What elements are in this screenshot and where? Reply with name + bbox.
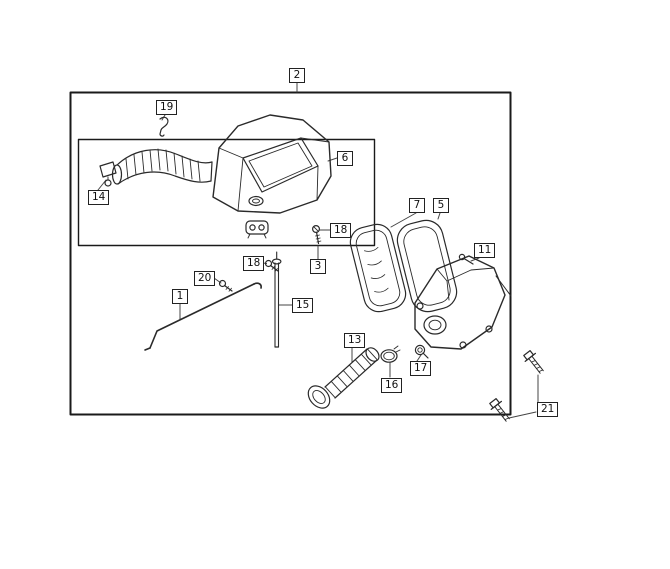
hose-bracket-drawing [99, 161, 117, 187]
rod-drawing [144, 282, 262, 351]
callout-17[interactable]: 17 [410, 361, 432, 376]
screw-18-top-drawing [312, 225, 322, 245]
intake-hose-drawing [111, 148, 213, 185]
screw-20-drawing [218, 279, 233, 292]
callout-20[interactable]: 20 [194, 271, 216, 286]
callout-1-label: 1 [176, 290, 184, 302]
callout-13-label: 13 [348, 334, 362, 346]
callout-11-label: 11 [478, 244, 492, 256]
callout-14-label: 14 [92, 191, 106, 203]
clip-drawing [159, 116, 169, 137]
filter-element-drawing [349, 223, 407, 313]
drain-tube-drawing [271, 251, 282, 348]
callout-1[interactable]: 1 [172, 289, 188, 304]
callout-2[interactable]: 2 [289, 68, 305, 83]
intake-duct-drawing [307, 347, 380, 409]
air-box-cover-drawing [212, 114, 332, 214]
callout-18-top[interactable]: 18 [330, 223, 352, 238]
callout-3[interactable]: 3 [310, 259, 326, 274]
callout-2-label: 2 [293, 69, 301, 81]
mount-bracket-drawing [245, 220, 269, 239]
flange-bolt-b-drawing [489, 397, 510, 422]
callout-6[interactable]: 6 [337, 151, 353, 166]
callout-13[interactable]: 13 [344, 333, 366, 348]
callout-3-label: 3 [314, 260, 322, 272]
flange-bolt-a-drawing [523, 349, 544, 374]
callout-21-label: 21 [541, 403, 555, 415]
callout-14[interactable]: 14 [88, 190, 110, 205]
air-box-case-drawing [414, 255, 512, 350]
screw-11-drawing [458, 253, 474, 265]
callout-7[interactable]: 7 [409, 198, 425, 213]
callout-11[interactable]: 11 [474, 243, 496, 258]
filter-gasket-drawing [396, 219, 458, 313]
callout-21[interactable]: 21 [537, 402, 559, 417]
callout-16-label: 16 [385, 379, 399, 391]
callout-5-label: 5 [437, 199, 445, 211]
callout-19-label: 19 [160, 101, 174, 113]
screw-18-lower-drawing [264, 259, 279, 272]
callout-20-label: 20 [198, 272, 212, 284]
callout-18-top-label: 18 [334, 224, 348, 236]
callout-18-lower-label: 18 [247, 257, 261, 269]
callout-19[interactable]: 19 [156, 100, 178, 115]
callout-15[interactable]: 15 [292, 298, 314, 313]
callout-7-label: 7 [413, 199, 421, 211]
callout-15-label: 15 [296, 299, 310, 311]
main-frame [69, 91, 512, 416]
callout-18-lower[interactable]: 18 [243, 256, 265, 271]
callout-17-label: 17 [414, 362, 428, 374]
callout-16[interactable]: 16 [381, 378, 403, 393]
clamp-drawing [380, 345, 401, 363]
callout-6-label: 6 [341, 152, 349, 164]
callout-5[interactable]: 5 [433, 198, 449, 213]
screw-17-drawing [414, 344, 429, 359]
